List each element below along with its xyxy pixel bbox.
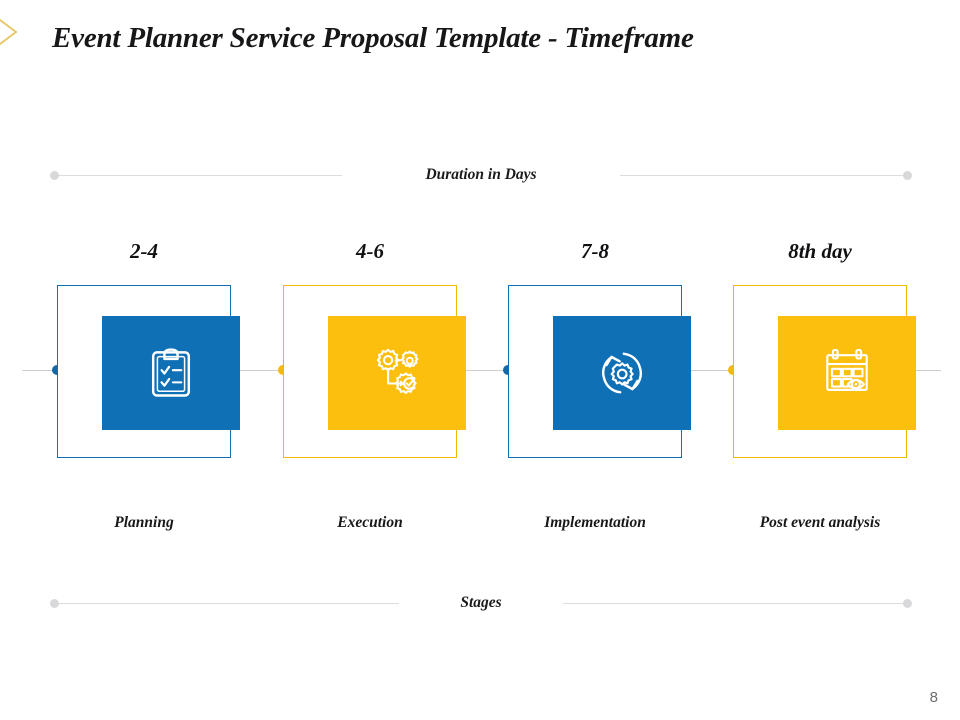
duration-axis-label: Duration in Days — [425, 166, 537, 183]
stages-axis-band: Stages — [50, 590, 912, 616]
timeline-step-implementation[interactable]: 7-8 Im — [482, 0, 708, 720]
gear-refresh-cycle-icon — [601, 352, 643, 394]
step-duration-implementation: 7-8 — [581, 239, 609, 263]
axis-dot-right — [903, 170, 912, 180]
timeline-step-post-event-analysis[interactable]: 8th day — [707, 0, 933, 720]
gears-process-flow-icon — [376, 348, 419, 394]
clipboard-checklist-icon — [151, 348, 191, 397]
calendar-eye-review-icon — [826, 348, 868, 391]
step-label-execution: Execution — [337, 514, 403, 531]
step-label-post-event-analysis: Post event analysis — [759, 514, 881, 531]
timeline-step-execution[interactable]: 4-6 — [257, 0, 483, 720]
stages-axis-label: Stages — [460, 594, 502, 611]
step-card-planning[interactable] — [57, 285, 240, 458]
page-number: 8 — [929, 689, 938, 706]
axis-rule-right — [620, 174, 903, 176]
timeline-step-planning[interactable]: 2-4 Planning — [31, 0, 257, 720]
step-card-fill-execution — [328, 316, 466, 430]
axis-dot-left — [50, 170, 59, 180]
stages-rule-left — [59, 602, 399, 604]
stages-rule-right — [563, 602, 903, 604]
step-duration-post-event-analysis: 8th day — [788, 239, 852, 263]
step-duration-planning: 2-4 — [130, 239, 158, 263]
axis-rule-left — [59, 174, 342, 176]
step-label-planning: Planning — [114, 514, 174, 531]
page-title: Event Planner Service Proposal Template … — [52, 22, 694, 54]
step-card-post-event-analysis[interactable] — [733, 285, 916, 458]
step-card-fill-post-event-analysis — [778, 316, 916, 430]
stages-dot-left — [50, 598, 59, 608]
step-duration-execution: 4-6 — [356, 239, 384, 263]
step-card-fill-planning — [102, 316, 240, 430]
step-card-execution[interactable] — [283, 285, 466, 458]
step-card-implementation[interactable] — [508, 285, 691, 458]
step-card-fill-implementation — [553, 316, 691, 430]
step-label-implementation: Implementation — [544, 514, 646, 531]
stages-dot-right — [903, 598, 912, 608]
duration-axis-band: Duration in Days — [50, 162, 912, 188]
